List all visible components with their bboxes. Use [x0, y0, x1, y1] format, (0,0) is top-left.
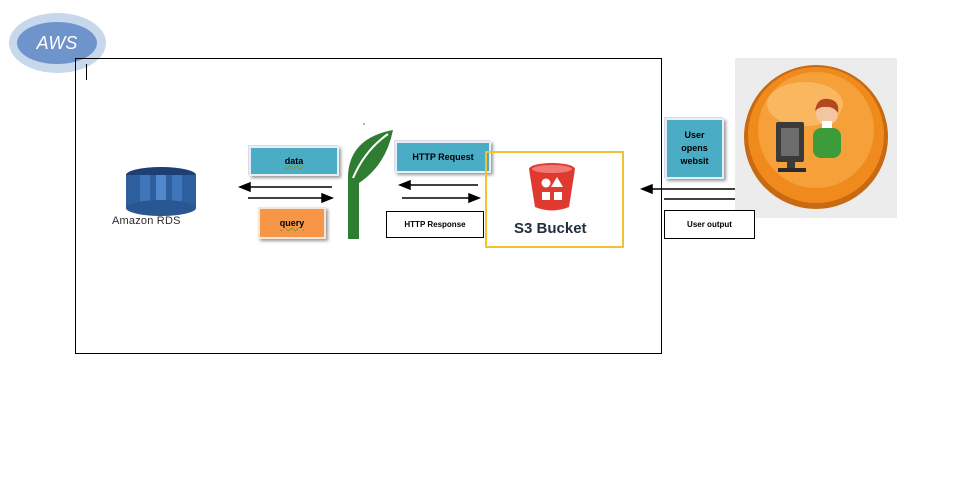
query-box: query: [258, 207, 326, 239]
aws-badge: AWS: [17, 22, 97, 64]
text-cursor: [86, 64, 87, 80]
flask-s3-arrows: [397, 179, 482, 204]
rds-flask-arrows: [237, 181, 335, 204]
user-output-label: User output: [687, 220, 732, 229]
user-opens-box: User opens websit: [665, 118, 724, 179]
flask-leaf-icon: [348, 123, 393, 239]
data-box: data: [249, 146, 339, 176]
http-response-box: HTTP Response: [386, 211, 484, 238]
user-computer-icon: [735, 58, 897, 218]
user-opens-label: User opens websit: [680, 130, 709, 166]
data-label: data: [284, 156, 304, 166]
s3-bucket-label: S3 Bucket: [514, 220, 587, 237]
amazon-rds-icon: [126, 167, 196, 216]
s3-bucket-frame: [485, 151, 624, 248]
http-request-box: HTTP Request: [395, 141, 491, 173]
http-request-label: HTTP Request: [412, 152, 474, 162]
query-label: query: [279, 218, 305, 228]
http-response-label: HTTP Response: [404, 220, 466, 229]
s3-bucket-icon: [529, 163, 575, 211]
rds-label: Amazon RDS: [112, 215, 181, 227]
user-output-box: User output: [664, 210, 755, 239]
aws-boundary: [75, 58, 662, 354]
